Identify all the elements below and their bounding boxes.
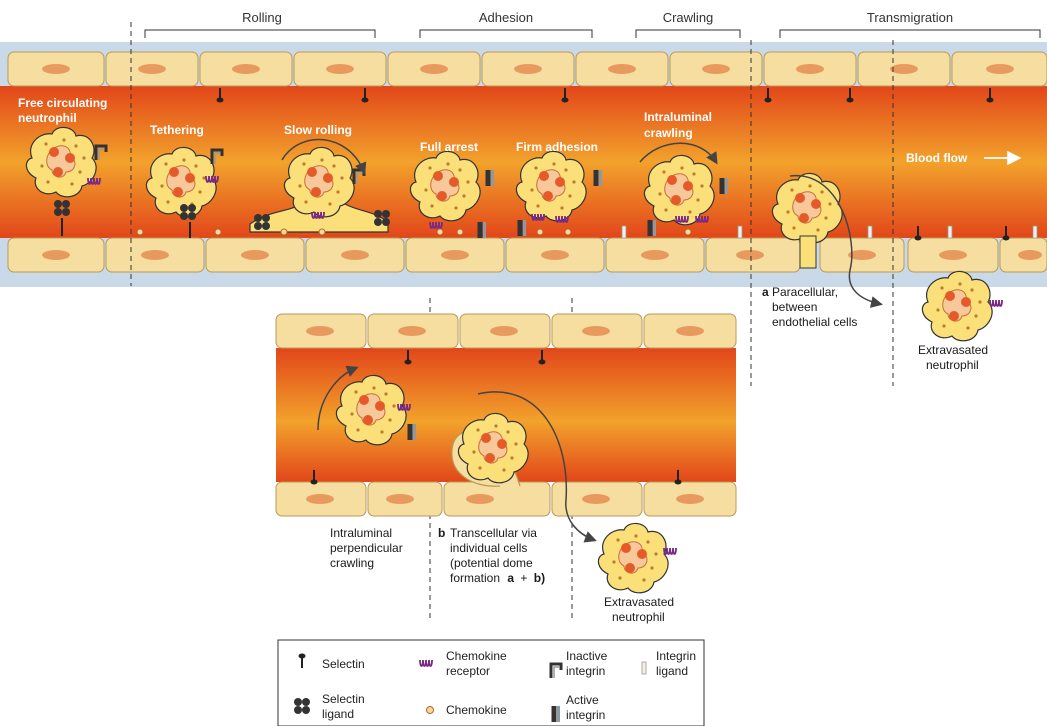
- label-blood-flow: Blood flow: [906, 151, 968, 165]
- svg-text:Active: Active: [566, 693, 599, 707]
- svg-text:integrin: integrin: [566, 708, 605, 722]
- legend: Selectin Selectin ligand Chemokine recep…: [278, 640, 704, 726]
- label-slow-rolling: Slow rolling: [284, 123, 352, 137]
- svg-text:receptor: receptor: [446, 664, 490, 678]
- bottom-upper-endothelium: [276, 314, 736, 348]
- svg-text:ligand: ligand: [322, 707, 354, 721]
- label-paracellular: a Paracellular,: [762, 285, 838, 299]
- stage-crawling: Crawling: [663, 10, 714, 25]
- label-intraluminal-2: crawling: [644, 126, 693, 140]
- stage-headers: Rolling Adhesion Crawling Transmigration: [145, 10, 1040, 38]
- stage-adhesion: Adhesion: [479, 10, 533, 25]
- svg-text:Chemokine: Chemokine: [446, 703, 507, 717]
- label-paracellular-2: between: [772, 300, 817, 314]
- label-extravasated-1b: neutrophil: [926, 358, 979, 372]
- svg-text:Chemokine: Chemokine: [446, 649, 507, 663]
- label-extravasated-2: Extravasated: [604, 595, 674, 609]
- extravasated-neutrophil-2: [598, 523, 676, 592]
- label-transcellular: b Transcellular via: [438, 526, 537, 540]
- label-trans-3: (potential dome: [450, 556, 533, 570]
- upper-endothelium: [8, 52, 1047, 86]
- stage-transmigration: Transmigration: [867, 10, 953, 25]
- label-trans-2: individual cells: [450, 541, 527, 555]
- label-perp-1: Intraluminal: [330, 526, 392, 540]
- svg-text:Inactive: Inactive: [566, 649, 608, 663]
- label-trans-4: formation a + b): [450, 571, 545, 585]
- label-perp-2: perpendicular: [330, 541, 403, 555]
- label-free-circulating-2: neutrophil: [18, 111, 77, 125]
- svg-text:integrin: integrin: [566, 664, 605, 678]
- svg-text:Selectin: Selectin: [322, 657, 365, 671]
- label-firm-adhesion: Firm adhesion: [516, 140, 598, 154]
- label-extravasated-2b: neutrophil: [612, 610, 665, 624]
- label-full-arrest: Full arrest: [420, 140, 478, 154]
- svg-text:Selectin: Selectin: [322, 692, 365, 706]
- svg-text:Integrin: Integrin: [656, 649, 696, 663]
- top-vessel: Free circulating neutrophil Tethering Sl…: [0, 42, 1047, 304]
- label-free-circulating: Free circulating: [18, 96, 107, 110]
- label-tethering: Tethering: [150, 123, 204, 137]
- label-intraluminal: Intraluminal: [644, 110, 712, 124]
- stage-rolling: Rolling: [242, 10, 282, 25]
- label-paracellular-3: endothelial cells: [772, 315, 857, 329]
- bottom-lower-endothelium: [276, 482, 736, 516]
- label-extravasated-1: Extravasated: [918, 343, 988, 357]
- svg-text:ligand: ligand: [656, 664, 688, 678]
- bottom-vessel: [276, 314, 736, 540]
- lower-endothelium: [8, 238, 1047, 272]
- label-perp-3: crawling: [330, 556, 374, 570]
